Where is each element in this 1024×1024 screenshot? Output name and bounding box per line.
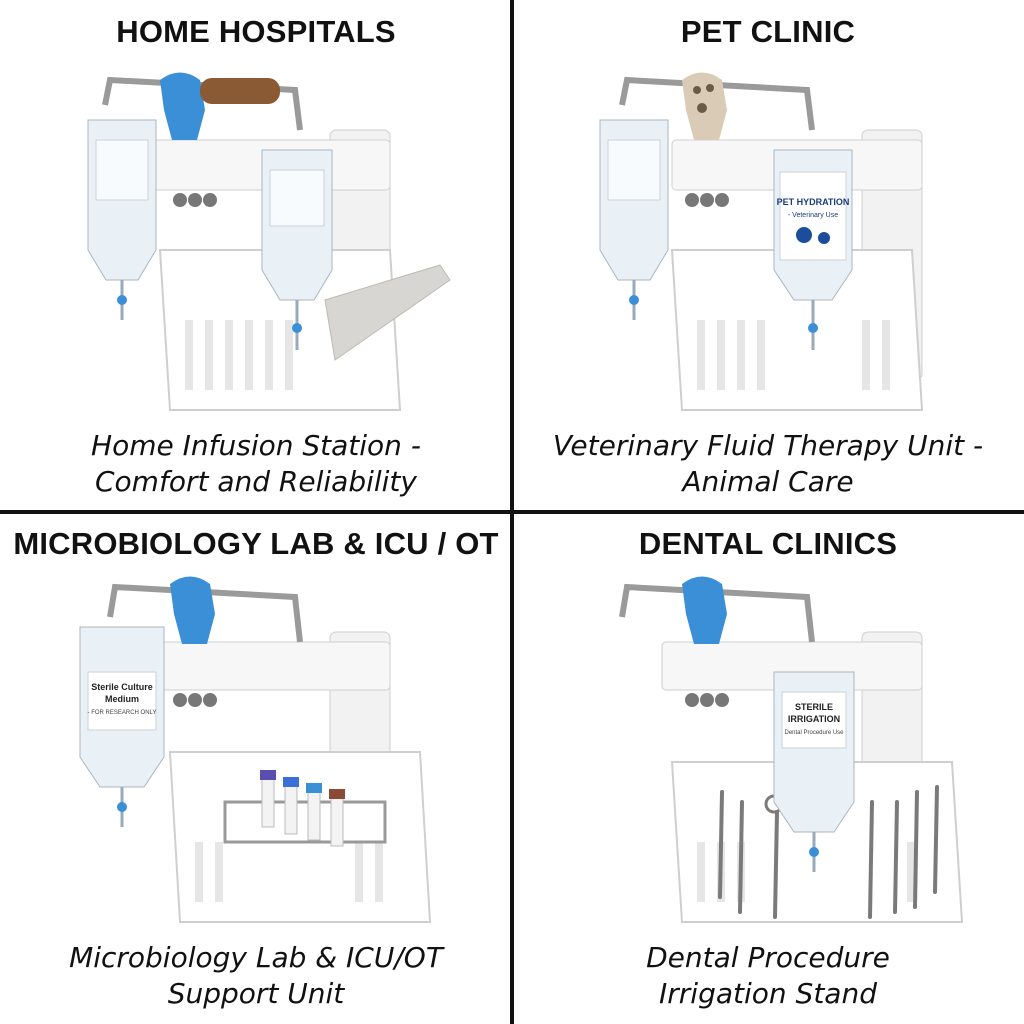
test-tube-rack (223, 800, 387, 844)
panel-title: HOME HOSPITALS (116, 14, 396, 49)
basket-slots (195, 842, 383, 902)
thumb-screw-icon (173, 193, 217, 207)
arm-rest-pad (324, 264, 451, 361)
panel-title: MICROBIOLOGY LAB & ICU / OT (13, 526, 499, 561)
caption-line: Irrigation Stand (659, 977, 877, 1010)
panel-caption: Home Infusion Station - Comfort and Reli… (0, 428, 512, 500)
panel-caption: Dental Procedure Irrigation Stand (512, 940, 1024, 1012)
panel-home-hospitals: HOME HOSPITALS (0, 0, 512, 512)
dental-instrument-icon (718, 785, 939, 919)
panel-title: PET CLINIC (680, 14, 856, 49)
storage-basket (168, 751, 432, 923)
basket-slots (185, 320, 293, 390)
culture-medium-bag: Sterile Culture Medium - FOR RESEARCH ON… (79, 626, 165, 827)
iv-bag (261, 149, 333, 350)
horizontal-divider (0, 510, 1024, 514)
bag-label-title: STERILE (795, 702, 833, 712)
basket-slots (697, 320, 890, 390)
caption-line: Home Infusion Station - (91, 429, 421, 462)
bag-label-title: Medium (105, 694, 139, 704)
bag-label-title: PET HYDRATION (777, 197, 850, 207)
caption-line: Comfort and Reliability (95, 465, 417, 498)
test-tube-icon (260, 770, 345, 847)
handle-knob-icon (682, 576, 727, 644)
panel-caption: Veterinary Fluid Therapy Unit - Animal C… (512, 428, 1024, 500)
bag-label-subtitle: - Veterinary Use (788, 212, 838, 219)
arm-bracket (159, 641, 391, 691)
panel-dental-clinics: DENTAL CLINICS (512, 512, 1024, 1024)
paw-print-icon (693, 84, 714, 113)
caption-line: Veterinary Fluid Therapy Unit - (552, 429, 984, 462)
thumb-screw-icon (685, 193, 729, 207)
iv-bag (87, 119, 157, 320)
thumb-screw-icon (685, 693, 729, 707)
caption-line: Microbiology Lab & ICU/OT (69, 941, 443, 974)
bag-label-subtitle: Dental Procedure Use (784, 730, 844, 736)
caption-line: Support Unit (167, 977, 345, 1010)
panel-microbiology-lab: MICROBIOLOGY LAB & ICU / OT (0, 512, 512, 1024)
pet-hydration-bag: PET HYDRATION - Veterinary Use (773, 149, 853, 350)
caption-line: Dental Procedure (646, 941, 890, 974)
iv-bag (599, 119, 669, 320)
bag-label-title: Sterile Culture (91, 682, 153, 692)
bag-label-subtitle: - FOR RESEARCH ONLY (88, 710, 157, 716)
panel-title: DENTAL CLINICS (638, 526, 898, 561)
handle-knob-icon (170, 576, 215, 644)
bag-label-title: IRRIGATION (788, 714, 840, 724)
caption-line: Animal Care (682, 465, 854, 498)
panel-caption: Microbiology Lab & ICU/OT Support Unit (0, 940, 512, 1012)
iv-stand-illustration: Sterile Culture Medium - FOR RESEARCH ON… (79, 576, 432, 923)
handle-knob-icon (160, 72, 205, 140)
sterile-irrigation-bag: STERILE IRRIGATION Dental Procedure Use (773, 671, 855, 872)
thumb-screw-icon (173, 693, 217, 707)
iv-stand-illustration: PET HYDRATION - Veterinary Use (599, 72, 924, 411)
dog-and-cat-icon (796, 227, 830, 244)
wood-grip (200, 78, 280, 104)
iv-stand-illustration: STERILE IRRIGATION Dental Procedure Use (619, 576, 964, 923)
iv-stand-illustration (87, 72, 451, 411)
panel-pet-clinic: PET CLINIC (512, 0, 1024, 512)
